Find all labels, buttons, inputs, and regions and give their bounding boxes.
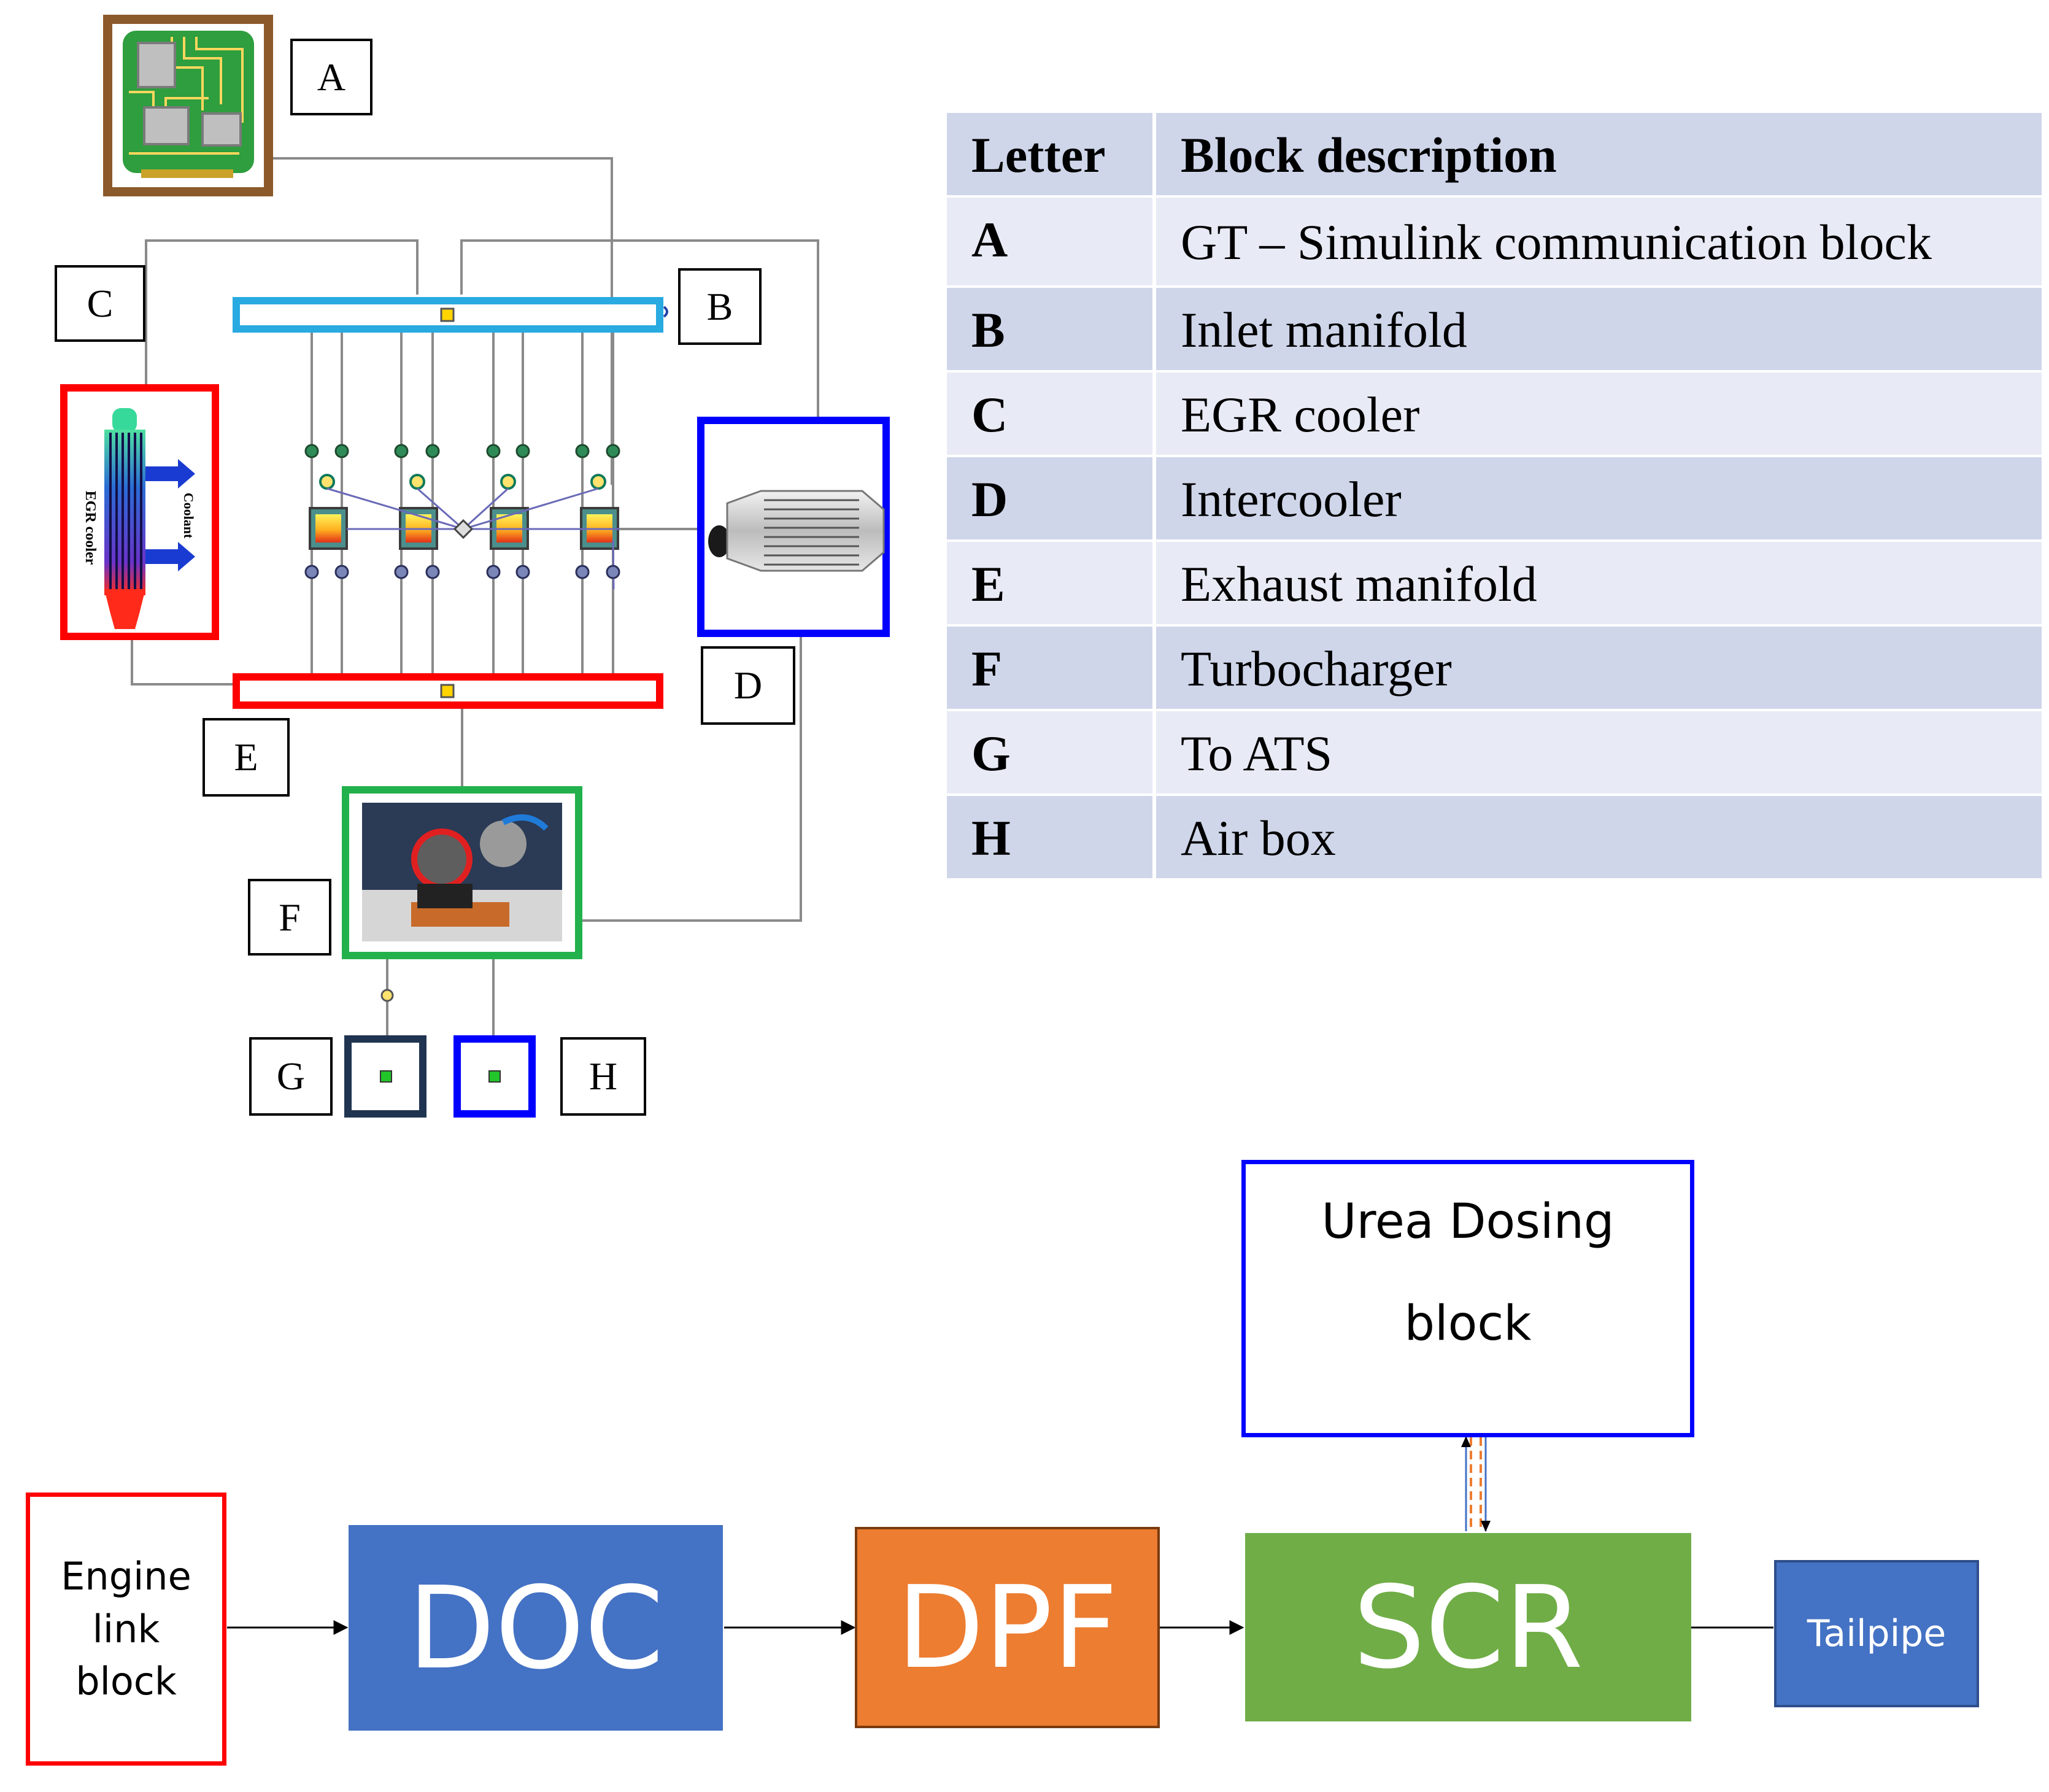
urea-label-line2: block (1404, 1296, 1532, 1351)
ats-block (344, 1035, 426, 1118)
intercooler-block (697, 417, 890, 637)
engine-label-line1: Engine (61, 1554, 191, 1599)
doc-label: DOC (407, 1561, 664, 1694)
engine-link-block: Engine link block (26, 1493, 226, 1766)
table-cell-letter: G (947, 709, 1156, 796)
table-cell-description: Turbocharger (1154, 625, 2042, 711)
line-egr-to-inlet (145, 239, 419, 387)
urea-label-line1: Urea Dosing (1321, 1194, 1615, 1249)
label-c: C (55, 265, 145, 342)
inlet-manifold (233, 297, 668, 333)
injectors (319, 474, 606, 490)
table-cell-letter: F (947, 625, 1156, 711)
doc-block: DOC (349, 1525, 723, 1731)
runner-pipes (311, 331, 614, 675)
table-cell-letter: D (947, 455, 1156, 542)
engine-label-line3: block (75, 1659, 177, 1704)
scr-block: SCR (1245, 1533, 1691, 1721)
egr-cooler-block: EGR cooler Coolant (60, 384, 219, 640)
table-cell-description: To ATS (1154, 709, 2042, 796)
table-cell-description: GT – Simulink communication block (1154, 196, 2042, 288)
engine-label-line2: link (92, 1606, 160, 1651)
dpf-block: DPF (855, 1527, 1160, 1728)
label-b: B (678, 268, 762, 345)
ats-connector-icon (380, 989, 394, 1002)
label-h: H (560, 1037, 646, 1116)
label-g: G (249, 1037, 333, 1116)
egr-cooler-text: EGR cooler (82, 491, 98, 565)
table-cell-letter: C (947, 371, 1156, 457)
line-intercooler-to-inlet (460, 239, 819, 417)
crank-links (326, 487, 620, 590)
label-d: D (701, 646, 795, 725)
line-turbo-to-intercooler (580, 635, 802, 922)
dpf-label: DPF (897, 1561, 1118, 1694)
table-row: B Inlet manifold (947, 286, 2042, 373)
table-row: F Turbocharger (947, 625, 2042, 711)
table-header-letter: Letter (947, 113, 1156, 198)
label-e: E (203, 718, 290, 797)
table-row: C EGR cooler (947, 371, 2042, 457)
intake-valves (304, 444, 620, 458)
table-cell-description: Air box (1154, 794, 2042, 881)
table-cell-description: Exhaust manifold (1154, 540, 2042, 627)
table-row: A GT – Simulink communication block (947, 196, 2042, 288)
tailpipe-block: Tailpipe (1774, 1560, 1979, 1707)
coolant-text: Coolant (181, 493, 196, 539)
table-cell-description: EGR cooler (1154, 371, 2042, 457)
table-cell-letter: B (947, 286, 1156, 373)
table-header-description: Block description (1154, 113, 2042, 198)
label-f: F (248, 879, 331, 956)
crankshaft-icon (453, 519, 474, 539)
table-row: E Exhaust manifold (947, 540, 2042, 627)
circuit-board-icon (103, 15, 273, 196)
urea-dosing-link (1461, 1436, 1491, 1532)
urea-dosing-block: Urea Dosing block (1241, 1160, 1694, 1437)
table-cell-letter: E (947, 540, 1156, 627)
label-a: A (290, 39, 372, 115)
table-row: H Air box (947, 794, 2042, 881)
table-cell-letter: H (947, 794, 1156, 881)
table-row: G To ATS (947, 709, 2042, 796)
table-header-row: Letter Block description (947, 113, 2042, 198)
legend-table: Letter Block description A GT – Simulink… (947, 113, 2042, 881)
table-row: D Intercooler (947, 455, 2042, 542)
tailpipe-label: Tailpipe (1807, 1612, 1947, 1655)
table-cell-letter: A (947, 196, 1156, 288)
table-cell-description: Intercooler (1154, 455, 2042, 542)
exhaust-valves (304, 565, 620, 579)
engine-block (304, 444, 620, 590)
airbox-block (453, 1035, 536, 1118)
scr-label: SCR (1352, 1561, 1584, 1694)
exhaust-manifold (233, 673, 663, 709)
table-cell-description: Inlet manifold (1154, 286, 2042, 373)
turbocharger-block (342, 786, 582, 959)
